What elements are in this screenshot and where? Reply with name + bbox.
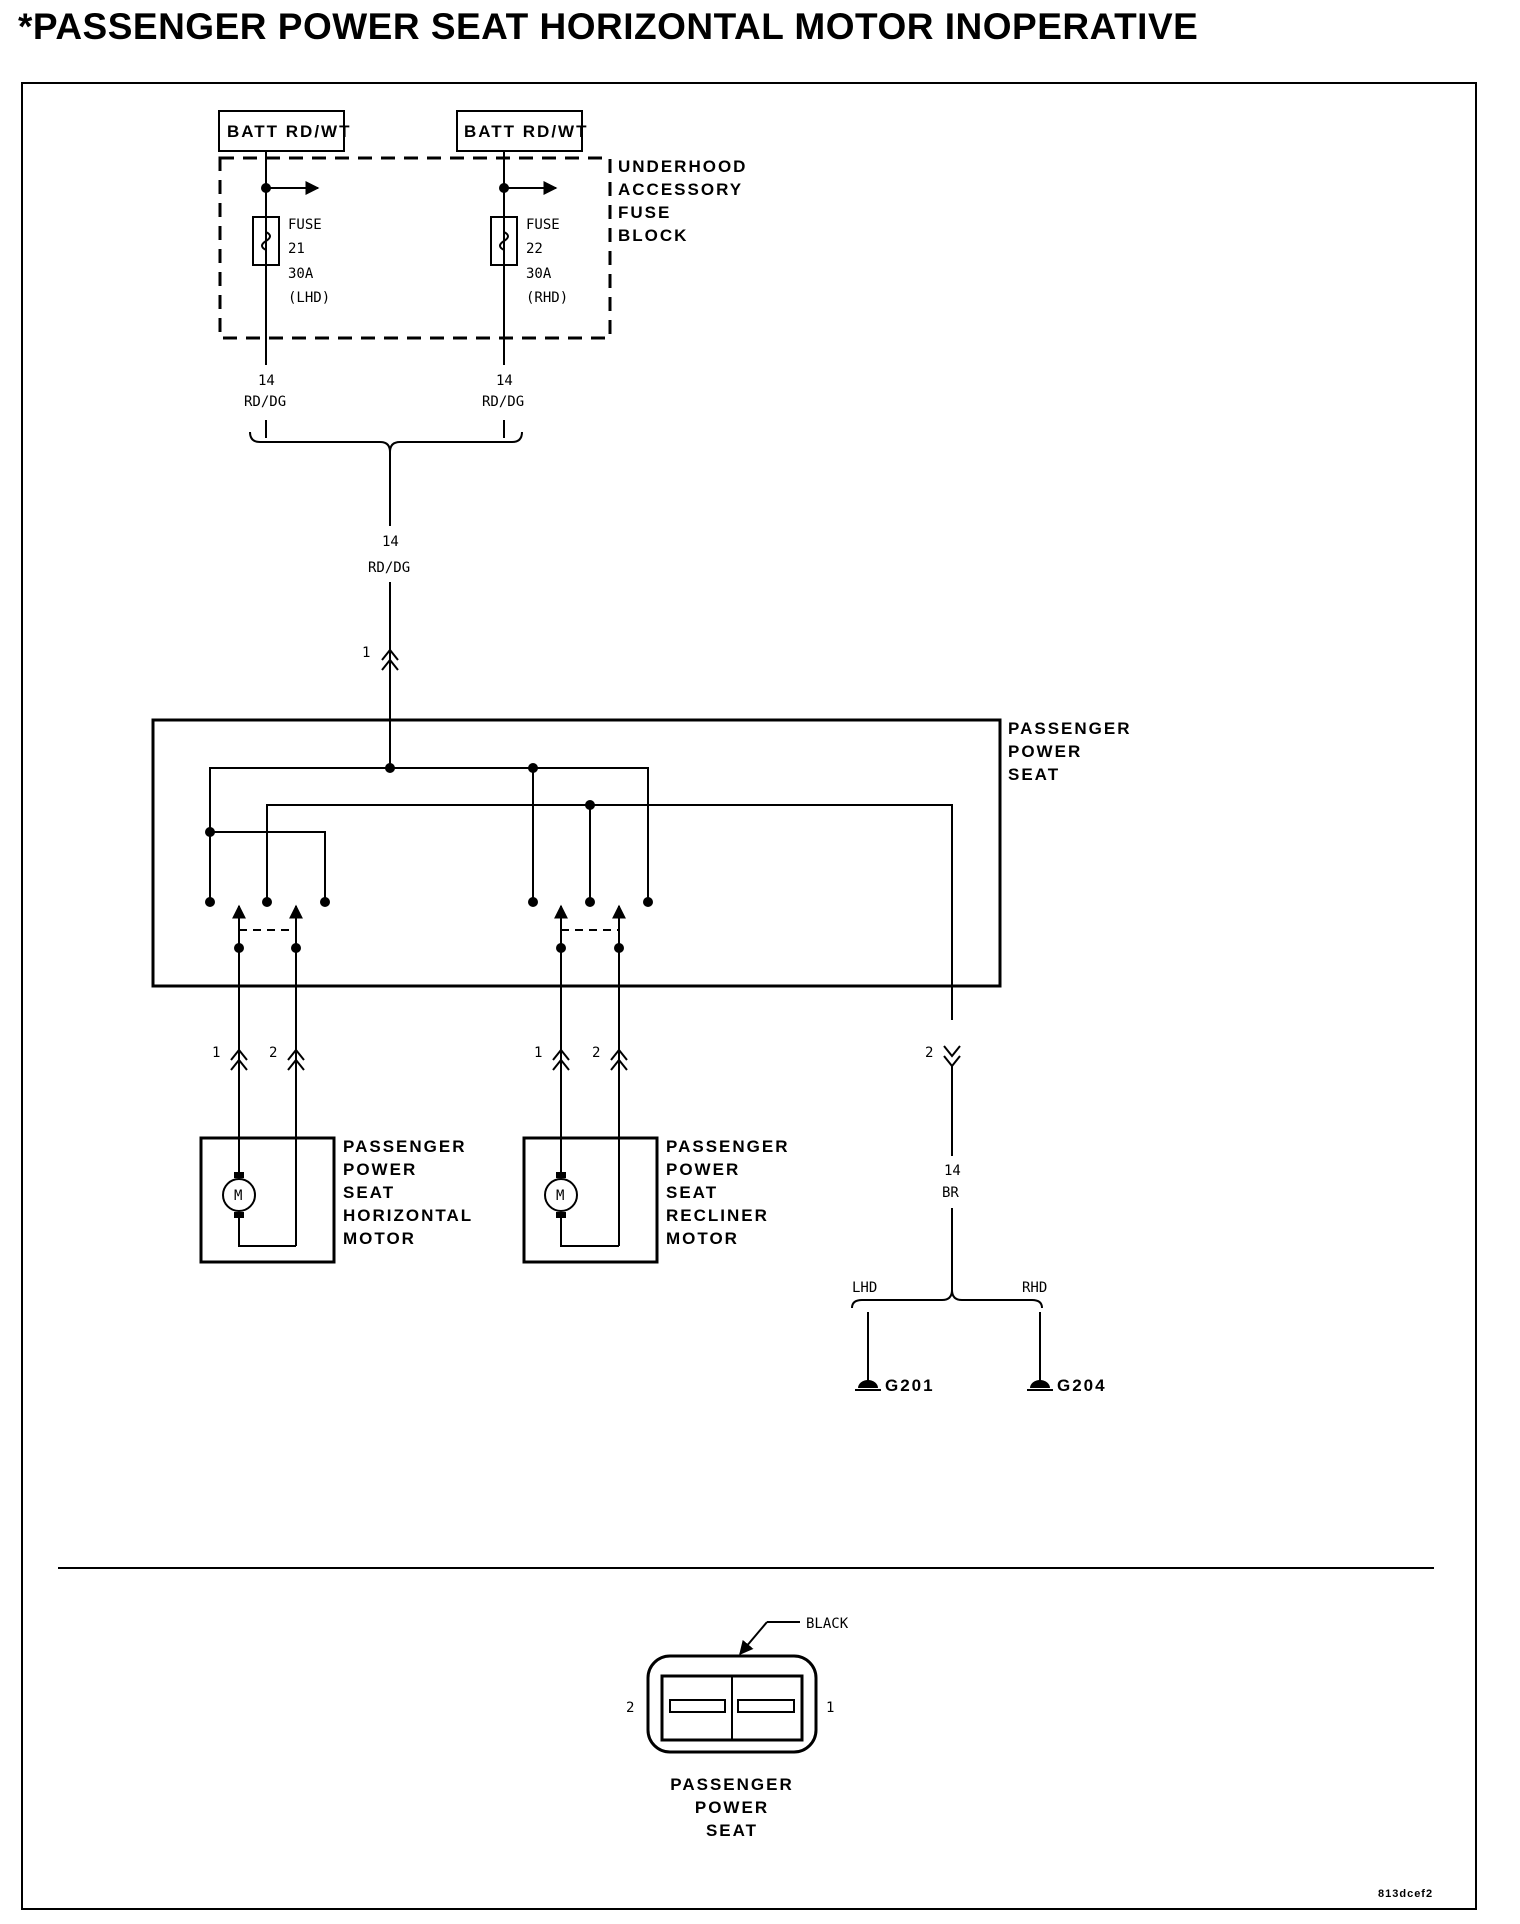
seat-module-label-1: PASSENGER xyxy=(1008,719,1132,738)
wire-gauge-rhd: 14 xyxy=(496,373,513,389)
fuse-22-line-4: (RHD) xyxy=(526,290,568,306)
main-feed-color: RD/DG xyxy=(368,560,410,576)
ground-option-lhd: LHD xyxy=(852,1280,877,1296)
fuse-block-label-3: FUSE xyxy=(618,203,671,222)
wire-color-rhd: RD/DG xyxy=(482,394,524,410)
horizontal-motor-label-5: MOTOR xyxy=(343,1229,416,1248)
fuse-21: BATT RD/WT FUSE 21 30A (LHD) 14 RD/DG xyxy=(218,110,352,410)
batt-source-label: BATT RD/WT xyxy=(464,122,589,141)
ground-g201: G201 xyxy=(885,1376,935,1395)
fuse-block-label-4: BLOCK xyxy=(618,226,688,245)
connector-color-label: BLACK xyxy=(806,1616,849,1632)
fuse-21-line-2: 21 xyxy=(288,241,305,257)
connector-pin-right: 1 xyxy=(826,1700,834,1716)
connector-view: BLACK 2 1 PASSENGER POWER SEAT xyxy=(626,1616,849,1840)
horizontal-motor-label-4: HORIZONTAL xyxy=(343,1206,473,1225)
recliner-motor-pin-1: 1 xyxy=(534,1045,542,1061)
connector-label-2: POWER xyxy=(695,1798,769,1817)
horizontal-motor-label-3: SEAT xyxy=(343,1183,395,1202)
batt-source-box xyxy=(456,110,583,152)
fuse-22-line-2: 22 xyxy=(526,241,543,257)
connector-label-1: PASSENGER xyxy=(670,1775,794,1794)
horizontal-motor: 1 2 M PASSENGER POWER SEAT HORIZONTAL MO… xyxy=(199,955,473,1264)
motor-symbol-icon xyxy=(544,1178,578,1212)
main-feed-wire: 14 RD/DG 1 xyxy=(362,534,410,765)
fuse-21-line-3: 30A xyxy=(288,266,314,282)
option-brace xyxy=(249,420,523,526)
batt-source-box xyxy=(218,110,345,152)
recliner-motor: 1 2 M PASSENGER POWER SEAT RECLINER MOTO… xyxy=(522,955,790,1264)
recliner-motor-label-2: POWER xyxy=(666,1160,740,1179)
batt-source-label: BATT RD/WT xyxy=(227,122,352,141)
horizontal-motor-label-2: POWER xyxy=(343,1160,417,1179)
ground-circuit: 2 14 BR LHD RHD G201 G204 xyxy=(851,1045,1107,1395)
connector-pin-left: 2 xyxy=(626,1700,634,1716)
fuse-block-label-1: UNDERHOOD xyxy=(618,157,747,176)
ground-option-rhd: RHD xyxy=(1022,1280,1047,1296)
ground-icon xyxy=(1030,1380,1050,1388)
ground-pin: 2 xyxy=(925,1045,933,1061)
fuse-21-line-1: FUSE xyxy=(288,217,322,233)
motor-symbol-icon xyxy=(222,1178,256,1212)
fuse-block-label-2: ACCESSORY xyxy=(618,180,743,199)
ground-wire-gauge: 14 xyxy=(944,1163,961,1179)
fuse-21-line-4: (LHD) xyxy=(288,290,330,306)
horizontal-motor-pin-2: 2 xyxy=(269,1045,277,1061)
diagram-frame xyxy=(21,82,1477,1910)
seat-module: PASSENGER POWER SEAT xyxy=(151,718,1132,1020)
seat-module-label-2: POWER xyxy=(1008,742,1082,761)
recliner-motor-symbol: M xyxy=(556,1188,564,1204)
horizontal-motor-label-1: PASSENGER xyxy=(343,1137,467,1156)
recliner-motor-label-1: PASSENGER xyxy=(666,1137,790,1156)
wire-color-lhd: RD/DG xyxy=(244,394,286,410)
recliner-motor-label-3: SEAT xyxy=(666,1183,718,1202)
recliner-motor-label-4: RECLINER xyxy=(666,1206,769,1225)
figure-id: 813dcef2 xyxy=(1378,1888,1433,1900)
fuse-22-line-1: FUSE xyxy=(526,217,560,233)
fuse-block: UNDERHOOD ACCESSORY FUSE BLOCK xyxy=(218,156,747,340)
wire-gauge-lhd: 14 xyxy=(258,373,275,389)
seat-module-label-3: SEAT xyxy=(1008,765,1060,784)
recliner-motor-pin-2: 2 xyxy=(592,1045,600,1061)
ground-icon xyxy=(858,1380,878,1388)
recliner-motor-label-5: MOTOR xyxy=(666,1229,739,1248)
page-title: *PASSENGER POWER SEAT HORIZONTAL MOTOR I… xyxy=(18,6,1199,47)
horizontal-motor-symbol: M xyxy=(234,1188,242,1204)
fuse-22-line-3: 30A xyxy=(526,266,552,282)
ground-wire-color: BR xyxy=(942,1185,959,1201)
connector-label-3: SEAT xyxy=(706,1821,758,1840)
ground-g204: G204 xyxy=(1057,1376,1107,1395)
main-feed-gauge: 14 xyxy=(382,534,399,550)
main-feed-pin: 1 xyxy=(362,645,370,661)
horizontal-motor-pin-1: 1 xyxy=(212,1045,220,1061)
fuse-22: BATT RD/WT FUSE 22 30A (RHD) 14 RD/DG xyxy=(456,110,589,410)
